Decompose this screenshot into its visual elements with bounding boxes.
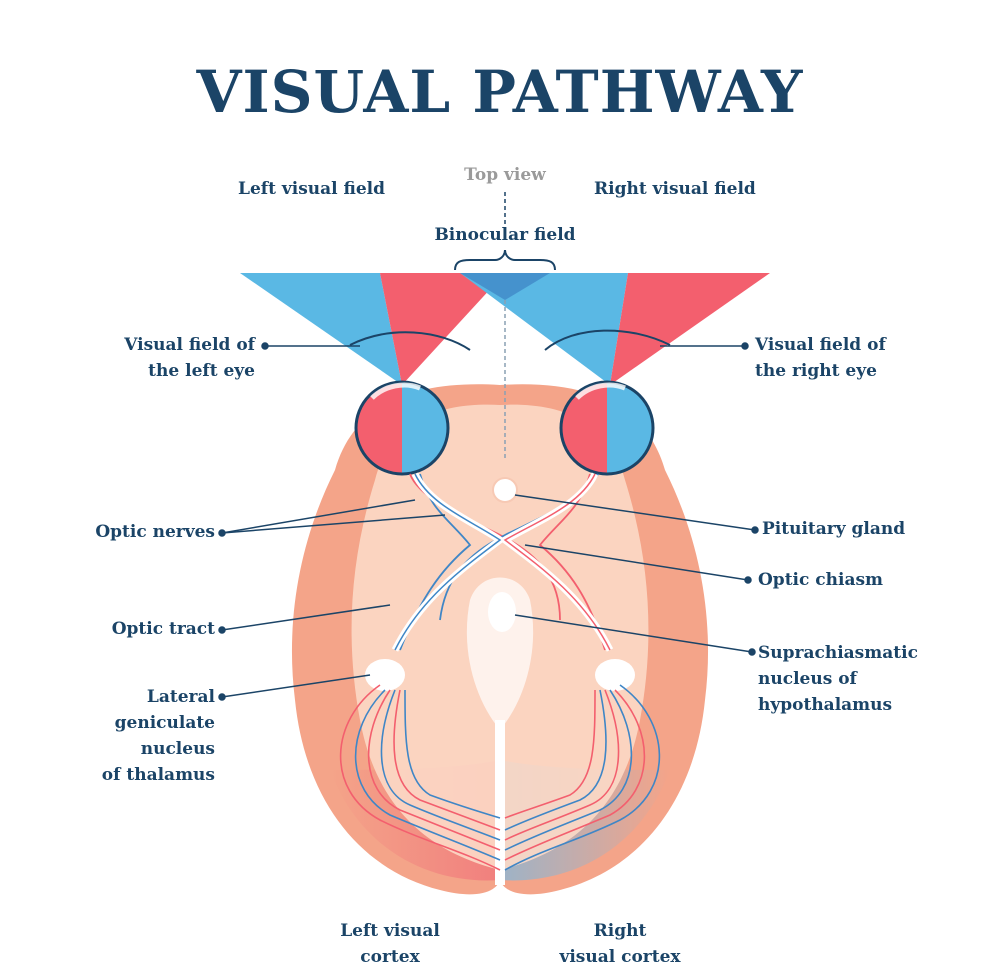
lateral-geniculate-left (365, 659, 405, 691)
pointer-lgn (221, 674, 371, 698)
left-eye-red-cone (380, 273, 505, 385)
right-eye (559, 380, 655, 476)
label-binocular-field: Binocular field (434, 225, 576, 245)
pointer-pituitary (514, 494, 756, 531)
label-visual-field-right-eye: Visual field of the right eye (755, 335, 886, 381)
optic-radiations-left (339, 684, 501, 871)
pointer-lines (218, 342, 759, 701)
label-optic-nerves: Optic nerves (95, 522, 215, 542)
left-eye-blue-cone (240, 273, 402, 385)
visual-field-cones (240, 273, 770, 385)
pituitary-gland (492, 477, 518, 503)
optic-radiations-right (504, 684, 661, 871)
right-eye-blue-cone (460, 273, 628, 385)
pointer-optic-chiasm (524, 544, 749, 581)
label-right-visual-field: Right visual field (594, 179, 756, 199)
suprachiasmatic-nucleus (488, 592, 516, 632)
label-lateral-geniculate: Lateral geniculate nucleus of thalamus (101, 687, 215, 785)
binocular-brace (454, 249, 556, 271)
label-optic-tract: Optic tract (111, 619, 215, 639)
pointer-optic-tract (221, 604, 391, 631)
right-field-arc (544, 329, 671, 351)
label-suprachiasmatic: Suprachiasmatic nucleus of hypothalamus (758, 643, 918, 715)
label-pituitary-gland: Pituitary gland (762, 519, 906, 539)
label-right-visual-cortex: Right visual cortex (559, 921, 681, 967)
binocular-overlap (460, 273, 550, 300)
label-optic-chiasm: Optic chiasm (758, 570, 884, 590)
pointer-optic-nerves-1 (221, 499, 416, 534)
page-title: VISUAL PATHWAY (196, 58, 804, 126)
left-eye (354, 380, 450, 476)
pointer-optic-nerves-2 (221, 514, 446, 534)
label-visual-field-left-eye: Visual field of the left eye (124, 335, 255, 381)
optic-pathway (391, 472, 614, 652)
left-field-arc (349, 331, 471, 351)
pointer-suprachiasmatic (514, 614, 753, 653)
label-left-visual-cortex: Left visual cortex (340, 921, 440, 967)
right-eye-red-cone (610, 273, 770, 385)
label-left-visual-field: Left visual field (238, 179, 386, 199)
lateral-geniculate-right (595, 659, 635, 691)
label-top-view: Top view (464, 165, 546, 185)
right-nerve-red (538, 473, 606, 651)
